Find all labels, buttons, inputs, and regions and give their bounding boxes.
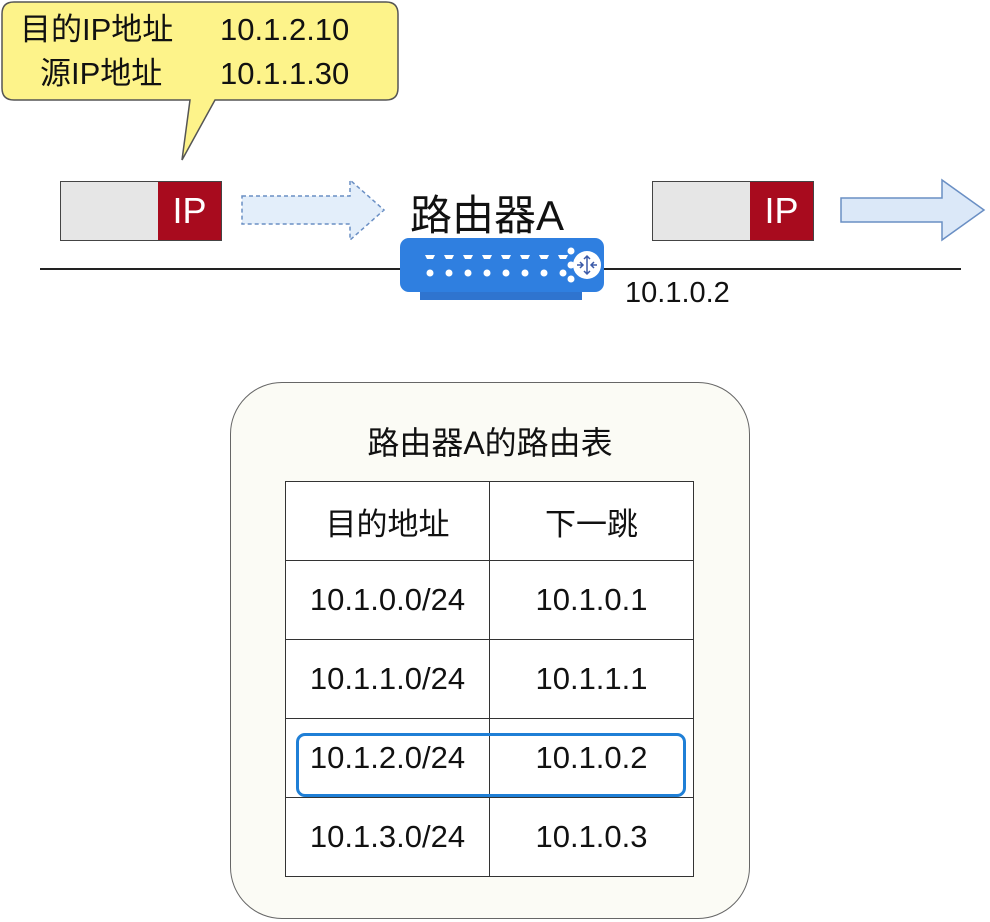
callout-bubble (1, 1, 399, 161)
interface-ip-label: 10.1.0.2 (625, 277, 730, 309)
next-hop-cell: 10.1.1.1 (489, 639, 694, 719)
ip-header: IP (750, 182, 813, 240)
callout-text: 目的IP地址 10.1.2.10 源IP地址 10.1.1.30 (20, 8, 349, 96)
ip-header: IP (158, 182, 221, 240)
router-title: 路由器A (410, 192, 565, 239)
destination-cell: 10.1.1.0/24 (285, 639, 490, 719)
next-hop-cell: 10.1.0.1 (489, 560, 694, 640)
outgoing-packet: IP (652, 181, 814, 241)
header-next-hop: 下一跳 (489, 481, 694, 561)
src-ip-label: 源IP地址 (40, 56, 163, 91)
table-header-row: 目的地址 下一跳 (285, 481, 694, 561)
callout-row-dest: 目的IP地址 10.1.2.10 (20, 8, 349, 52)
next-hop-cell: 10.1.0.3 (489, 797, 694, 877)
destination-cell: 10.1.0.0/24 (285, 560, 490, 640)
forward-arrow-icon (840, 178, 986, 242)
destination-cell: 10.1.3.0/24 (285, 797, 490, 877)
router-icon (400, 238, 604, 300)
table-row: 10.1.3.0/24 10.1.0.3 (285, 797, 694, 877)
routing-table-title: 路由器A的路由表 (367, 425, 613, 461)
dashed-arrow-icon (241, 178, 386, 242)
incoming-packet: IP (60, 181, 222, 241)
dest-ip-value: 10.1.2.10 (220, 12, 350, 47)
src-ip-value: 10.1.1.30 (220, 56, 350, 91)
dest-ip-label: 目的IP地址 (20, 12, 174, 47)
table-row: 10.1.1.0/24 10.1.1.1 (285, 639, 694, 719)
header-destination: 目的地址 (285, 481, 490, 561)
table-row: 10.1.0.0/24 10.1.0.1 (285, 560, 694, 640)
matched-route-highlight (296, 733, 686, 797)
routing-table: 目的地址 下一跳 10.1.0.0/24 10.1.0.1 10.1.1.0/2… (285, 481, 694, 877)
next-hop-cell: 10.1.0.2 (489, 718, 694, 798)
table-row: 10.1.2.0/24 10.1.0.2 (285, 718, 694, 798)
callout-row-src: 源IP地址 10.1.1.30 (20, 52, 349, 96)
